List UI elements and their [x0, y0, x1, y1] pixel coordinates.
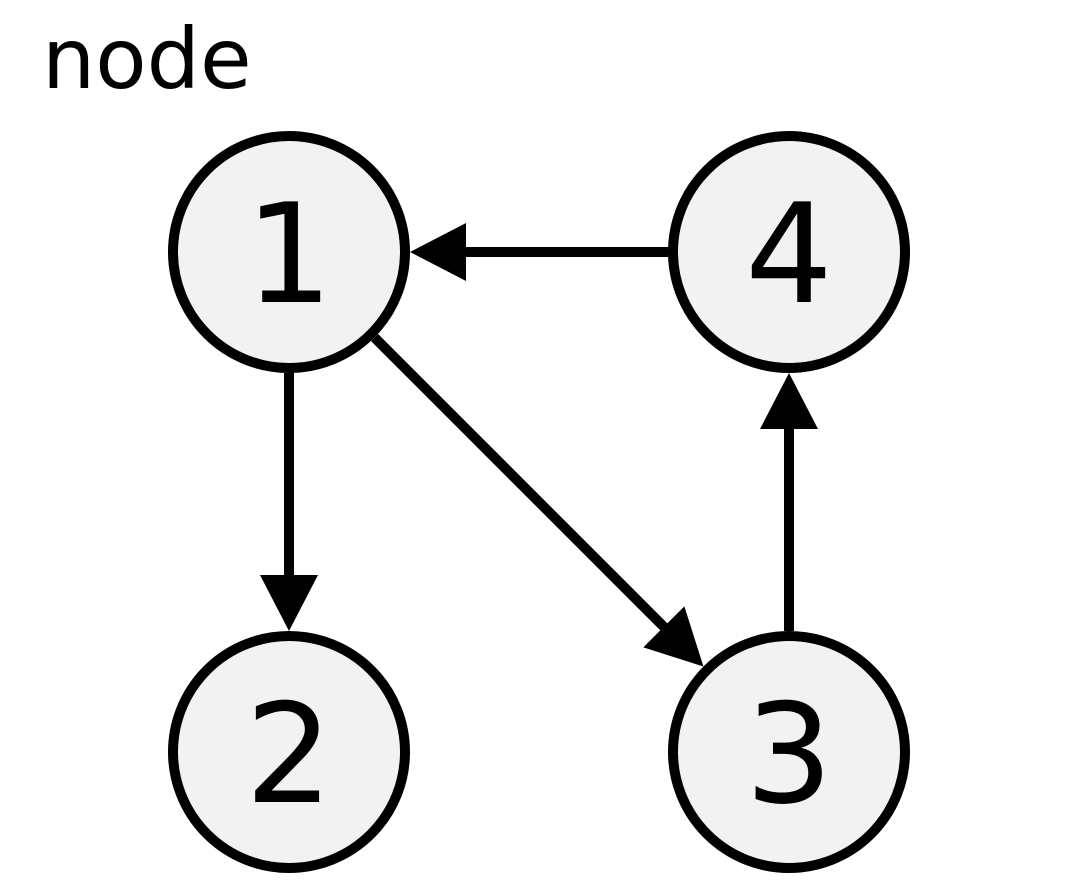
node-label: 1	[245, 174, 333, 335]
node-circle	[168, 631, 410, 873]
edges-layer	[260, 223, 818, 667]
arrowhead	[410, 223, 466, 281]
node-1: 1	[168, 131, 410, 373]
edge-1-to-3	[371, 334, 704, 667]
node-circle	[668, 631, 910, 873]
edge-3-to-4	[760, 373, 818, 631]
edge-line	[371, 334, 669, 632]
node-circle	[668, 131, 910, 373]
nodes-layer: 1 2 3 4	[168, 131, 910, 873]
node-4: 4	[668, 131, 910, 373]
node-label: 2	[245, 674, 333, 835]
node-circle	[168, 131, 410, 373]
edge-1-to-2	[260, 373, 318, 631]
diagram-title: node	[42, 10, 252, 108]
edge-4-to-1	[410, 223, 668, 281]
node-3: 3	[668, 631, 910, 873]
node-2: 2	[168, 631, 410, 873]
arrowhead	[760, 373, 818, 429]
arrowhead	[643, 606, 704, 667]
node-label: 3	[745, 674, 833, 835]
arrowhead	[260, 575, 318, 631]
node-label: 4	[745, 174, 833, 335]
